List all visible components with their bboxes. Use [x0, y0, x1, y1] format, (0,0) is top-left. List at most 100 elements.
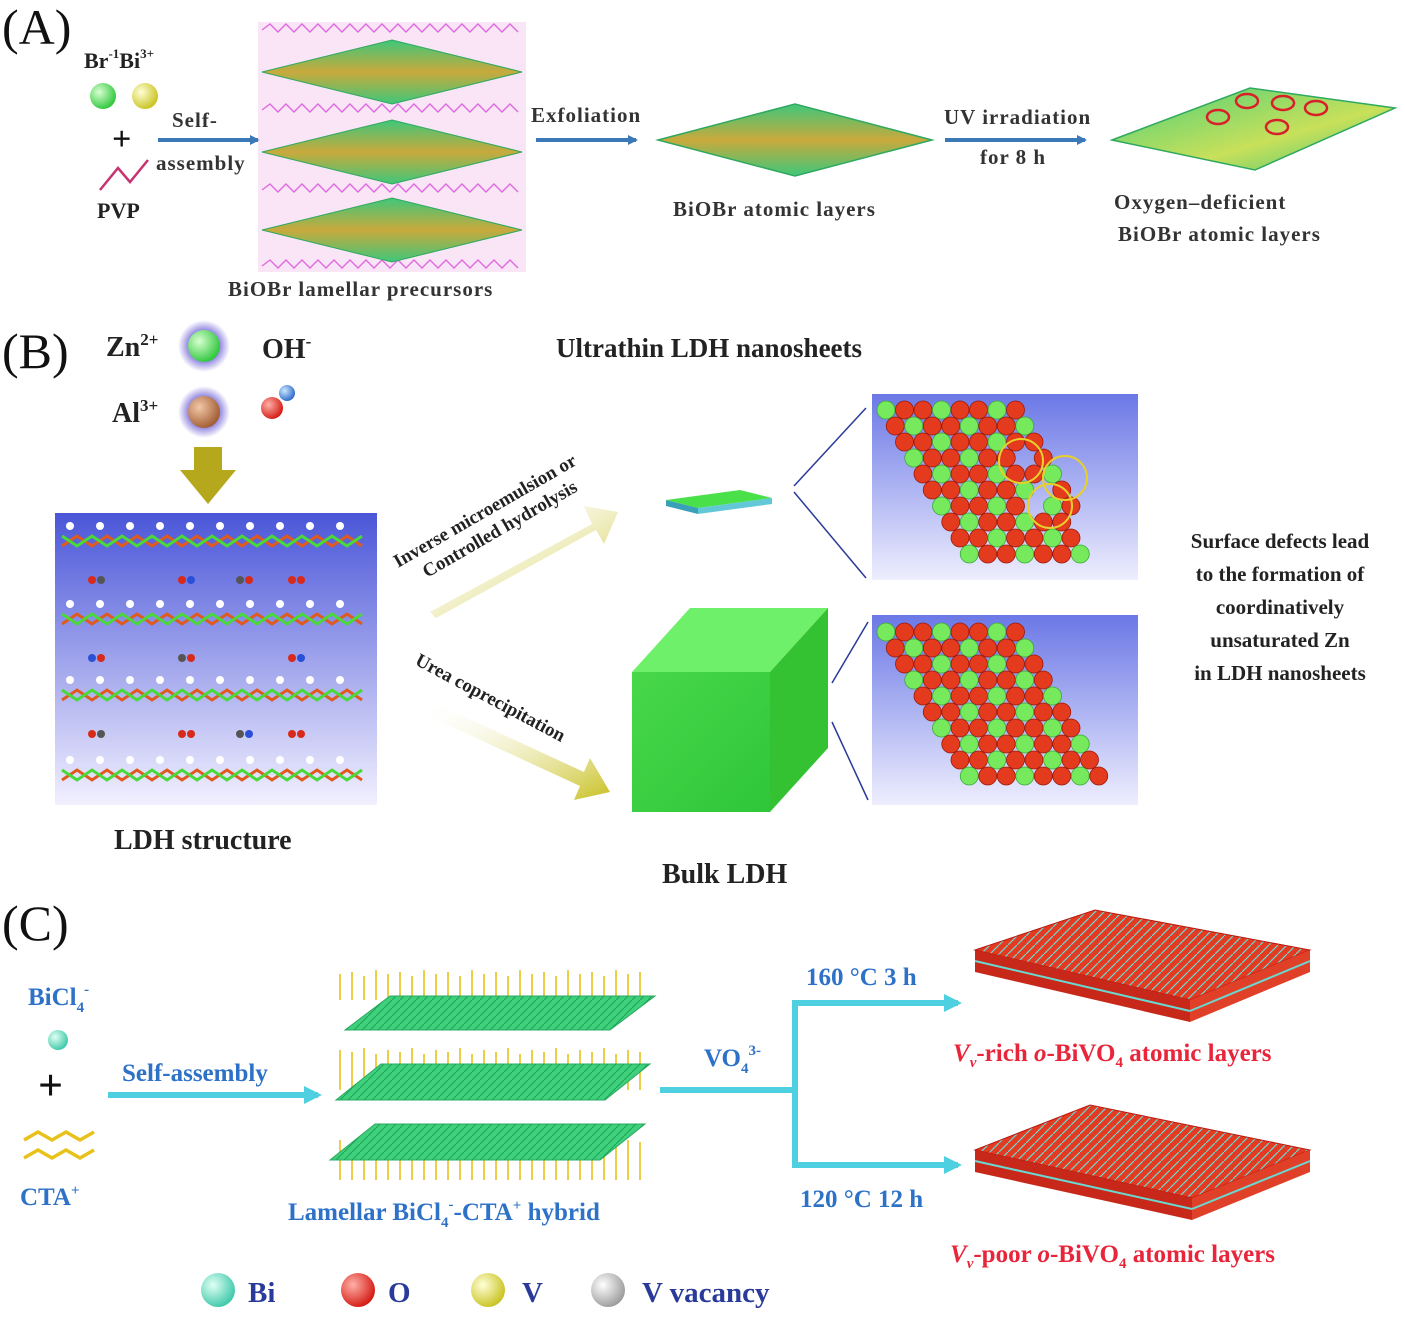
product-poor-label: Vv-poor o-BiVO4 atomic layers — [950, 1241, 1275, 1272]
legend-bi-label: Bi — [248, 1277, 275, 1309]
legend-vacancy-label: V vacancy — [642, 1277, 770, 1309]
lattice-atom — [950, 528, 970, 548]
lattice-atom — [959, 766, 979, 786]
lattice-atom — [987, 400, 1007, 420]
lattice-atom — [996, 702, 1016, 722]
lattice-atom — [941, 512, 961, 532]
lattice-atom — [895, 432, 914, 452]
lattice-atom — [1006, 686, 1025, 706]
note-line-1: Surface defects lead — [1191, 529, 1370, 553]
al-ion-ball — [188, 396, 220, 428]
lattice-atom — [904, 448, 924, 468]
legend-bi-ball — [201, 1273, 235, 1307]
lattice-atom — [932, 686, 951, 706]
lattice-atom — [895, 622, 914, 642]
lattice-atom — [1052, 734, 1072, 754]
lattice-atom — [969, 528, 988, 548]
lattice-atom — [1024, 528, 1044, 548]
lattice-atom — [950, 686, 970, 706]
lattice-atom — [904, 638, 924, 658]
ultrathin-nanosheet-image — [666, 490, 772, 514]
lattice-atom — [950, 622, 970, 642]
lattice-atom — [1052, 702, 1072, 722]
pvp-chain-icon — [99, 159, 149, 191]
lattice-atom — [969, 464, 988, 484]
lattice-atom — [922, 670, 942, 690]
precursor-label: BiOBr lamellar precursors — [228, 277, 493, 301]
zoom-line-bottom-a — [831, 621, 869, 684]
condition-top-label: 160 °C 3 h — [806, 964, 917, 991]
lattice-atom — [959, 544, 979, 564]
lattice-atom — [959, 480, 979, 500]
lattice-atom — [987, 432, 1007, 452]
note-line-4: unsaturated Zn — [1210, 628, 1350, 652]
lattice-atom — [1043, 718, 1062, 738]
lattice-atom — [932, 432, 951, 452]
lattice-atom — [885, 638, 905, 658]
br-ion-ball — [90, 83, 116, 109]
lattice-atom — [1024, 432, 1044, 452]
legend-v-label: V — [522, 1277, 543, 1309]
lattice-atom — [1033, 702, 1053, 722]
lattice-atom — [1024, 750, 1044, 770]
lattice-atom — [932, 400, 951, 420]
lattice-atom — [913, 654, 933, 674]
lattice-atom — [941, 638, 961, 658]
legend-vacancy-ball — [591, 1273, 625, 1307]
cta-chain-icon — [23, 1129, 95, 1161]
plus-sign-c: + — [38, 1061, 63, 1110]
lattice-atom — [1006, 496, 1025, 516]
lattice-atom — [969, 654, 988, 674]
panel-a: (A) Br-1Bi3+ + PVP Self- assembly BiOBr … — [2, 0, 1398, 301]
lattice-atom — [932, 654, 951, 674]
lattice-atom — [1015, 670, 1035, 690]
oxygen-deficient-layers-image — [1109, 87, 1398, 171]
zoom-line-top-b — [793, 491, 867, 579]
route-arrow-lower — [424, 700, 610, 800]
lattice-atom — [895, 654, 914, 674]
lattice-atom — [941, 416, 961, 436]
pvp-label: PVP — [97, 198, 140, 223]
step-uv-line1: UV irradiation — [944, 105, 1091, 129]
lattice-atom — [987, 750, 1007, 770]
vv-rich-product-image — [973, 909, 1312, 1022]
lattice-atom — [1006, 718, 1025, 738]
lattice-atom — [1006, 528, 1025, 548]
route-arrow-upper — [430, 506, 618, 618]
lattice-atom — [1033, 670, 1053, 690]
self-assembly-c-label: Self-assembly — [122, 1060, 268, 1087]
zoom-line-bottom-b — [831, 721, 869, 801]
lattice-atom — [1052, 766, 1072, 786]
zoom-line-top-a — [793, 407, 867, 487]
lattice-atom — [950, 654, 970, 674]
lattice-atom — [1033, 734, 1053, 754]
lattice-atom — [978, 638, 998, 658]
lattice-atom — [996, 544, 1016, 564]
legend-v-ball — [471, 1273, 505, 1307]
lattice-atom — [876, 400, 896, 420]
al-ion-label: Al3+ — [112, 396, 158, 429]
lattice-atom — [987, 528, 1007, 548]
lattice-atom — [959, 448, 979, 468]
branch-arrow — [660, 994, 962, 1174]
br-ion-label: Br-1Bi3+ — [84, 46, 154, 73]
lattice-atom — [1015, 544, 1035, 564]
bulk-ldh-cube — [632, 608, 828, 812]
lattice-atom — [913, 622, 933, 642]
lattice-atom — [996, 448, 1016, 468]
atom-legend: Bi O V V vacancy — [201, 1273, 770, 1309]
lattice-atom — [969, 686, 988, 706]
lattice-atom — [941, 670, 961, 690]
lattice-atom — [904, 416, 924, 436]
lattice-atom — [1043, 686, 1062, 706]
lattice-atom — [1043, 528, 1062, 548]
lattice-atom — [978, 670, 998, 690]
lattice-atom — [969, 622, 988, 642]
lattice-atom — [1006, 432, 1025, 452]
lattice-atom — [950, 432, 970, 452]
lamellar-hybrid-image — [328, 970, 657, 1180]
lattice-atom — [922, 448, 942, 468]
lattice-atom — [895, 400, 914, 420]
panel-b-label: (B) — [2, 323, 69, 379]
lamellar-precursors-image — [258, 22, 526, 272]
